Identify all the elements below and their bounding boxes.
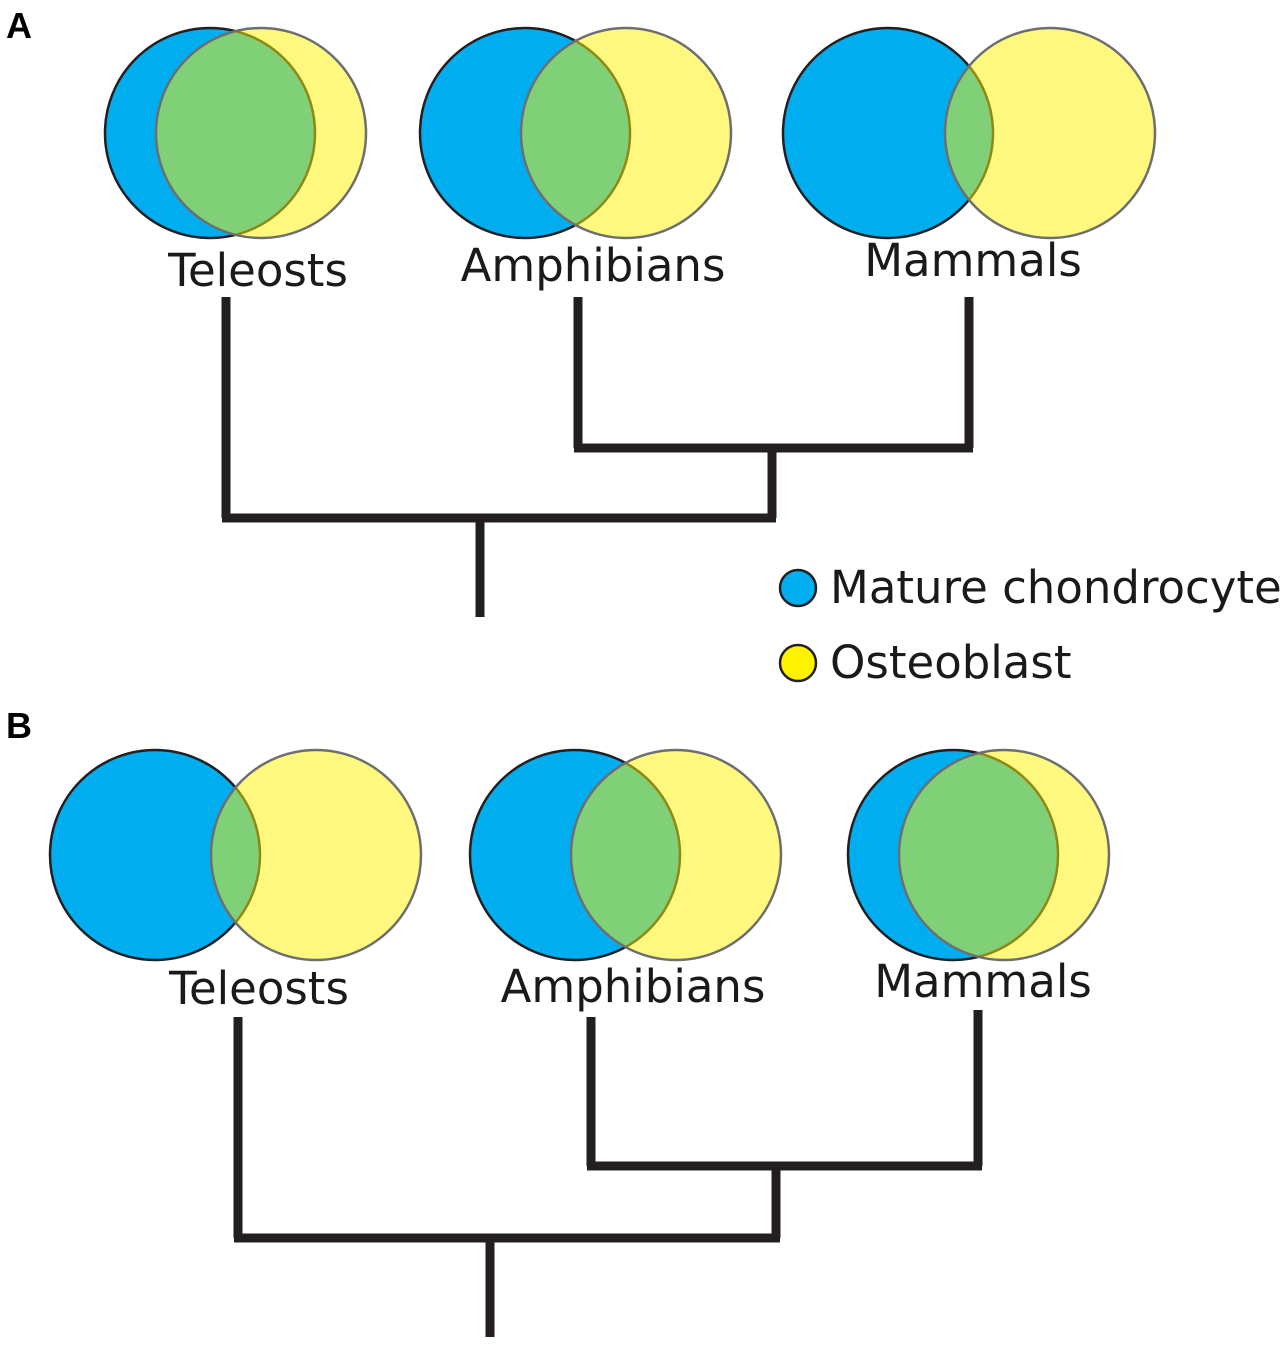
panel-a: A Teleosts Amphibians Mammals bbox=[6, 5, 1282, 689]
osteoblast-circle bbox=[897, 748, 1111, 962]
osteoblast-circle bbox=[943, 26, 1157, 240]
osteoblast-circle bbox=[209, 748, 423, 962]
panel-label-a: A bbox=[6, 5, 32, 46]
taxon-label-teleosts: Teleosts bbox=[168, 962, 349, 1015]
legend-chondrocyte-swatch bbox=[778, 568, 818, 608]
taxon-label-mammals: Mammals bbox=[864, 234, 1082, 287]
venn-amphibians-b bbox=[468, 748, 783, 962]
legend: Mature chondrocyte Osteoblast bbox=[778, 561, 1282, 689]
venn-amphibians-a bbox=[418, 26, 733, 240]
legend-osteoblast-swatch bbox=[778, 643, 818, 683]
osteoblast-circle bbox=[519, 26, 733, 240]
panel-b: B Teleosts Amphibians Mammals bbox=[6, 705, 1111, 1337]
venn-teleosts-a bbox=[103, 26, 368, 240]
legend-osteoblast-label: Osteoblast bbox=[830, 636, 1071, 689]
taxon-label-amphibians: Amphibians bbox=[461, 239, 726, 292]
venn-mammals-a bbox=[781, 26, 1157, 240]
taxon-label-amphibians: Amphibians bbox=[501, 960, 766, 1013]
venn-teleosts-b bbox=[48, 748, 423, 962]
cladogram-b bbox=[233, 1010, 983, 1337]
legend-chondrocyte-label: Mature chondrocyte bbox=[830, 561, 1282, 614]
panel-label-b: B bbox=[6, 705, 32, 746]
venn-mammals-b bbox=[846, 748, 1111, 962]
cladogram-a bbox=[221, 297, 974, 617]
osteoblast-circle bbox=[154, 26, 368, 240]
taxon-label-teleosts: Teleosts bbox=[167, 244, 348, 297]
taxon-label-mammals: Mammals bbox=[874, 955, 1092, 1008]
osteoblast-circle bbox=[569, 748, 783, 962]
